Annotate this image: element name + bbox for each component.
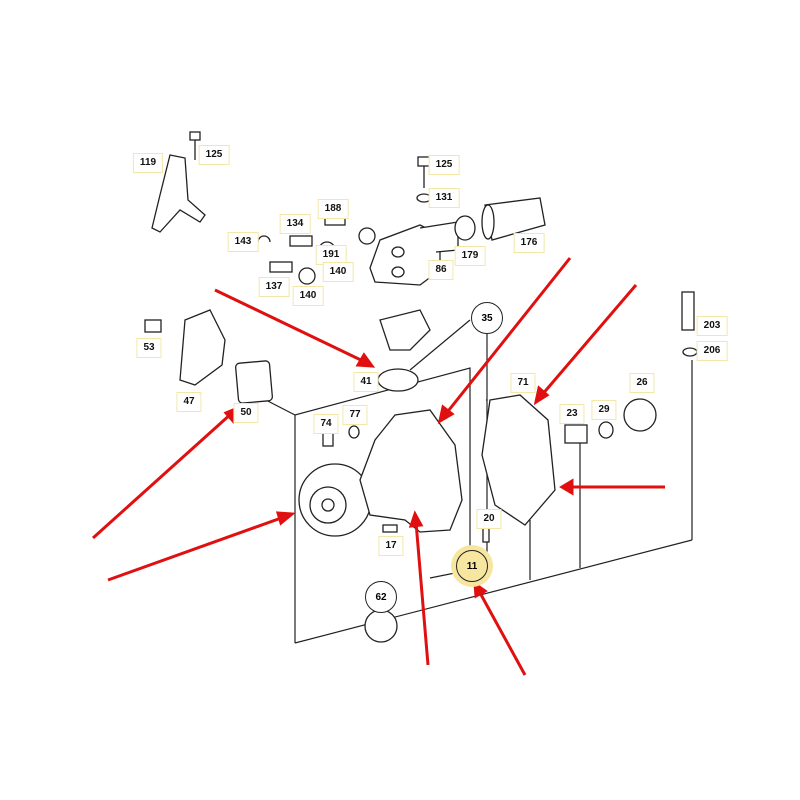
bolt-74 <box>322 431 334 447</box>
flange-62 <box>364 609 398 643</box>
seal-29 <box>598 421 614 439</box>
part-label-188[interactable]: 188 <box>317 199 349 219</box>
part-label-119[interactable]: 119 <box>132 153 164 173</box>
part-label-206[interactable]: 206 <box>696 341 728 361</box>
part-label-23[interactable]: 23 <box>559 404 585 424</box>
washer-206 <box>682 347 698 357</box>
seal-191 <box>358 227 376 245</box>
part-label-137[interactable]: 137 <box>258 277 290 297</box>
part-label-131[interactable]: 131 <box>428 188 460 208</box>
water-pump-11 <box>359 409 463 533</box>
part-label-47[interactable]: 47 <box>176 392 202 412</box>
part-label-20[interactable]: 20 <box>476 509 502 529</box>
part-label-29[interactable]: 29 <box>591 400 617 420</box>
sensor-137 <box>269 261 293 273</box>
part-label-125[interactable]: 125 <box>428 155 460 175</box>
part-label-35[interactable]: 35 <box>471 302 503 334</box>
part-label-62[interactable]: 62 <box>365 581 397 613</box>
gasket-71 <box>481 394 556 526</box>
bushing-23 <box>564 424 588 444</box>
bolt-53 <box>144 319 162 333</box>
washer-77 <box>348 425 360 439</box>
part-label-50[interactable]: 50 <box>233 403 259 423</box>
part-label-11-highlighted[interactable]: 11 <box>456 550 488 582</box>
part-label-17[interactable]: 17 <box>378 536 404 556</box>
clamp-179 <box>454 215 476 241</box>
part-label-86[interactable]: 86 <box>428 260 454 280</box>
part-label-134[interactable]: 134 <box>279 214 311 234</box>
part-label-179[interactable]: 179 <box>454 246 486 266</box>
seal-140b <box>298 267 316 285</box>
thermostat-35 <box>379 309 431 351</box>
bolt-125 <box>189 131 201 141</box>
part-label-125[interactable]: 125 <box>198 145 230 165</box>
part-label-203[interactable]: 203 <box>696 316 728 336</box>
gasket-50 <box>235 360 273 404</box>
gasket-41 <box>377 368 419 392</box>
bracket-119 <box>151 154 206 233</box>
part-label-140[interactable]: 140 <box>322 262 354 282</box>
flange-47 <box>179 309 226 386</box>
part-label-77[interactable]: 77 <box>342 405 368 425</box>
part-label-143[interactable]: 143 <box>227 232 259 252</box>
sensor-134 <box>289 235 313 247</box>
part-label-140[interactable]: 140 <box>292 286 324 306</box>
pipe-203 <box>681 291 695 331</box>
part-label-41[interactable]: 41 <box>353 372 379 392</box>
part-label-53[interactable]: 53 <box>136 338 162 358</box>
part-label-71[interactable]: 71 <box>510 373 536 393</box>
impeller-26 <box>623 398 657 432</box>
part-label-26[interactable]: 26 <box>629 373 655 393</box>
pin-17 <box>382 524 398 533</box>
pin-20 <box>482 527 490 543</box>
part-drawings <box>144 131 698 643</box>
red-arrows <box>91 257 665 676</box>
part-label-74[interactable]: 74 <box>313 414 339 434</box>
clip-143 <box>257 235 271 243</box>
part-label-176[interactable]: 176 <box>513 233 545 253</box>
